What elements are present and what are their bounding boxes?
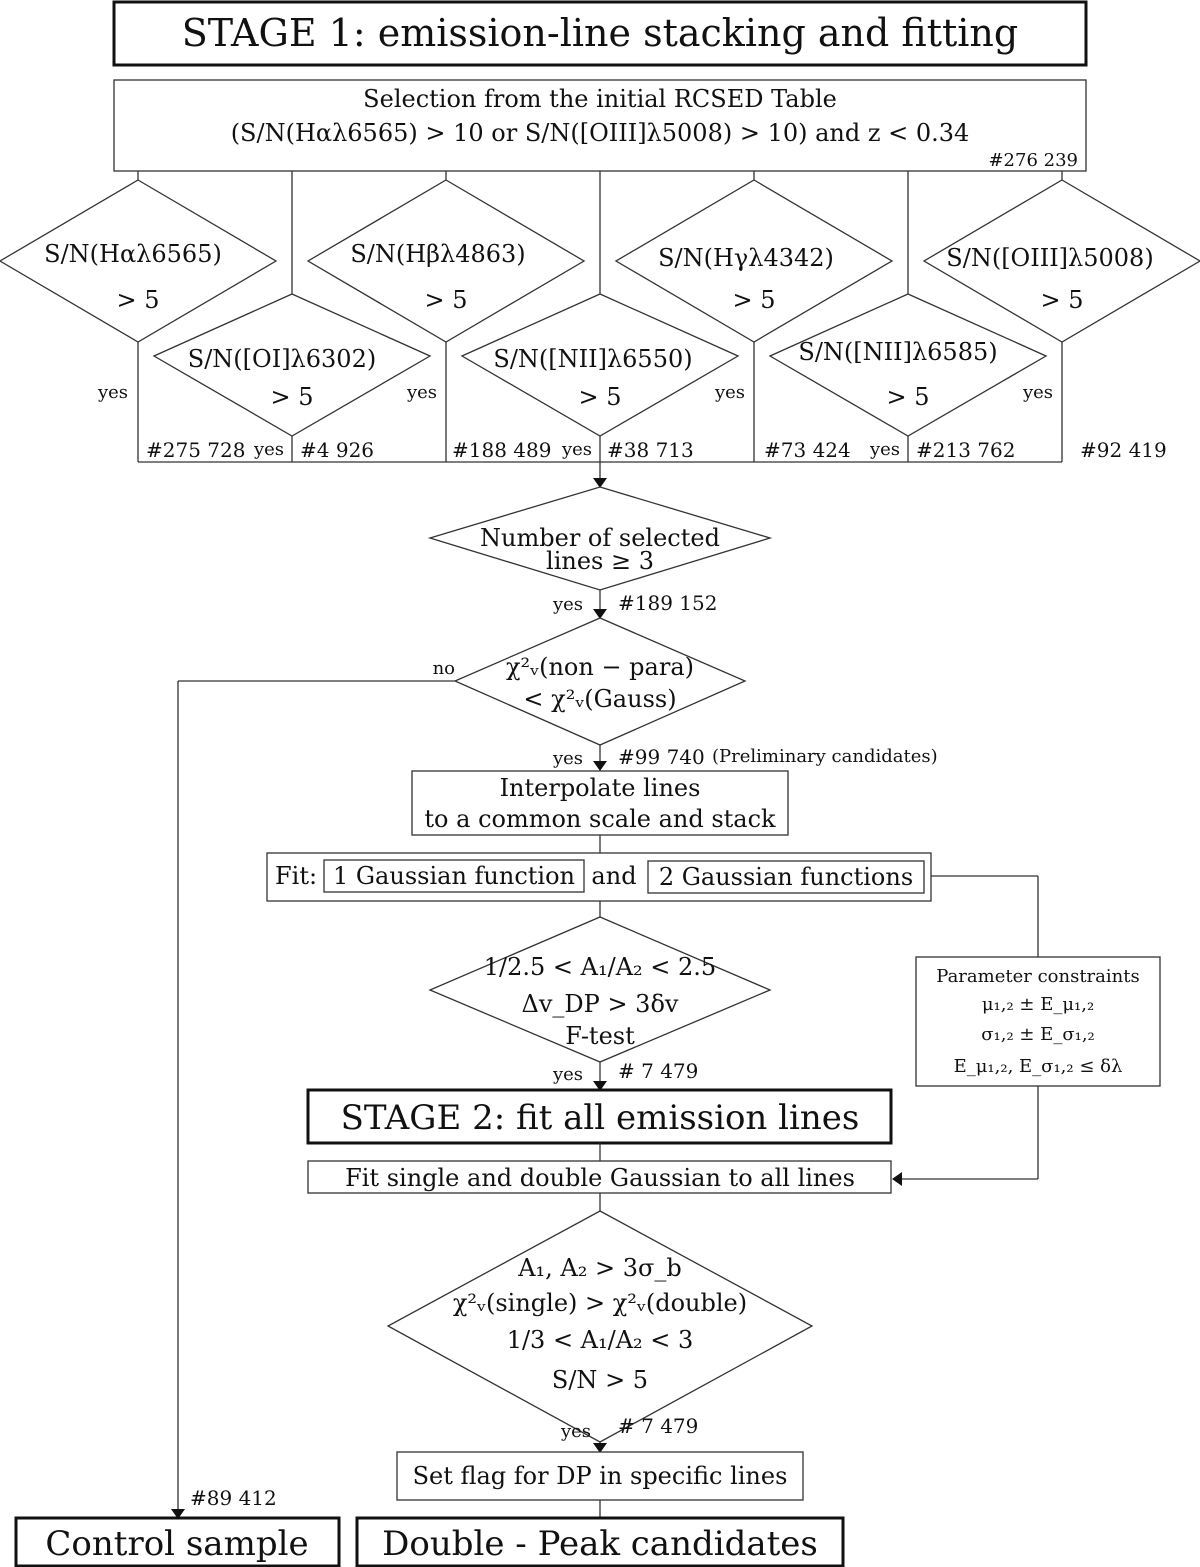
dp-test-diamond: 1/2.5 < A₁/A₂ < 2.5 Δv_DP > 3δv F-test y… bbox=[428, 916, 772, 1091]
count-hbeta: #188 489 bbox=[452, 438, 551, 462]
check-nii-6550: S/N([NII]λ6550) > 5 yes #38 713 bbox=[460, 293, 740, 462]
interpolate-box: Interpolate lines to a common scale and … bbox=[411, 770, 789, 853]
yes-label: yes bbox=[561, 439, 592, 460]
final-count: # 7 479 bbox=[618, 1414, 698, 1438]
constraints-box: Parameter constraints μ₁,₂ ± E_μ₁,₂ σ₁,₂… bbox=[892, 956, 1161, 1186]
svg-text:1/2.5 < A₁/A₂ < 2.5: 1/2.5 < A₁/A₂ < 2.5 bbox=[484, 953, 716, 981]
fit-option-2: 2 Gaussian functions bbox=[659, 863, 913, 891]
selection-line2: (S/N(Hαλ6565) > 10 or S/N([OIII]λ5008) >… bbox=[231, 119, 970, 147]
count-nii-6550: #38 713 bbox=[607, 438, 694, 462]
stage1-title: STAGE 1: emission-line stacking and fitt… bbox=[182, 11, 1018, 55]
svg-text:Number of selected: Number of selected bbox=[480, 524, 720, 552]
dp-candidates-box: Double - Peak candidates bbox=[355, 1516, 845, 1567]
svg-text:Fit single and double Gaussian: Fit single and double Gaussian to all li… bbox=[345, 1164, 855, 1192]
check-oiii: S/N([OIII]λ5008) > 5 yes #92 419 bbox=[922, 179, 1200, 462]
svg-text:Control sample: Control sample bbox=[45, 1524, 308, 1564]
yes-label: yes bbox=[1022, 382, 1053, 403]
fit-option-1: 1 Gaussian function bbox=[333, 862, 575, 890]
svg-text:S/N(Hβλ4863): S/N(Hβλ4863) bbox=[350, 240, 525, 268]
num-lines-count: #189 152 bbox=[618, 591, 717, 615]
yes-label: yes bbox=[560, 1421, 591, 1442]
svg-text:> 5: > 5 bbox=[886, 383, 929, 411]
svg-text:σ₁,₂ ± E_σ₁,₂: σ₁,₂ ± E_σ₁,₂ bbox=[981, 1024, 1095, 1045]
check-oi: S/N([OI]λ6302) > 5 yes #4 926 bbox=[152, 293, 432, 462]
check-nii-6585: S/N([NII]λ6585) > 5 yes #213 762 bbox=[768, 293, 1048, 462]
svg-text:lines ≥ 3: lines ≥ 3 bbox=[546, 547, 654, 575]
svg-text:χ²ᵥ(single) > χ²ᵥ(double): χ²ᵥ(single) > χ²ᵥ(double) bbox=[453, 1289, 747, 1317]
svg-text:E_μ₁,₂, E_σ₁,₂ ≤ δλ: E_μ₁,₂, E_σ₁,₂ ≤ δλ bbox=[954, 1056, 1123, 1077]
svg-text:> 5: > 5 bbox=[270, 383, 313, 411]
selection-box: Selection from the initial RCSED Table (… bbox=[113, 79, 1087, 172]
fit-all-box: Fit single and double Gaussian to all li… bbox=[307, 1160, 892, 1211]
count-hgamma: #73 424 bbox=[764, 438, 851, 462]
yes-label: yes bbox=[869, 439, 900, 460]
svg-text:> 5: > 5 bbox=[1040, 286, 1083, 314]
svg-text:Δv_DP > 3δv: Δv_DP > 3δv bbox=[522, 990, 679, 1018]
svg-text:χ²ᵥ(non − para): χ²ᵥ(non − para) bbox=[506, 653, 694, 681]
svg-text:S/N(Hαλ6565): S/N(Hαλ6565) bbox=[44, 240, 222, 268]
preliminary-note: (Preliminary candidates) bbox=[712, 746, 938, 767]
svg-text:S/N([OIII]λ5008): S/N([OIII]λ5008) bbox=[946, 244, 1153, 272]
svg-text:> 5: > 5 bbox=[732, 286, 775, 314]
svg-text:Fit:: Fit: bbox=[275, 862, 317, 890]
selection-count: #276 239 bbox=[988, 150, 1078, 171]
stage1-title-box: STAGE 1: emission-line stacking and fitt… bbox=[112, 0, 1088, 67]
svg-text:F-test: F-test bbox=[565, 1022, 635, 1050]
yes-label: yes bbox=[253, 439, 284, 460]
svg-text:S/N([NII]λ6550): S/N([NII]λ6550) bbox=[493, 345, 692, 373]
final-test-diamond: A₁, A₂ > 3σ_b χ²ᵥ(single) > χ²ᵥ(double) … bbox=[386, 1210, 814, 1453]
yes-label: yes bbox=[552, 594, 583, 615]
yes-label: yes bbox=[714, 382, 745, 403]
check-hgamma: S/N(Hγλ4342) > 5 yes #73 424 bbox=[614, 179, 894, 462]
control-sample-box: #89 412 Control sample bbox=[14, 1486, 341, 1567]
check-halpha: S/N(Hαλ6565) > 5 yes #275 728 bbox=[0, 179, 278, 462]
count-oiii: #92 419 bbox=[1080, 438, 1167, 462]
svg-text:> 5: > 5 bbox=[116, 286, 159, 314]
chi-count: #99 740 bbox=[618, 745, 705, 769]
svg-text:S/N > 5: S/N > 5 bbox=[552, 1366, 648, 1394]
svg-text:> 5: > 5 bbox=[578, 383, 621, 411]
count-halpha: #275 728 bbox=[146, 438, 245, 462]
dp-count: # 7 479 bbox=[618, 1059, 698, 1083]
set-flag-box: Set flag for DP in specific lines bbox=[396, 1451, 804, 1518]
selection-line1: Selection from the initial RCSED Table bbox=[363, 85, 837, 113]
svg-text:A₁, A₂ > 3σ_b: A₁, A₂ > 3σ_b bbox=[517, 1254, 682, 1282]
svg-text:1/3 < A₁/A₂ < 3: 1/3 < A₁/A₂ < 3 bbox=[507, 1326, 694, 1354]
svg-text:S/N(Hγλ4342): S/N(Hγλ4342) bbox=[658, 244, 834, 272]
svg-text:Interpolate lines: Interpolate lines bbox=[500, 774, 701, 802]
svg-text:S/N([OI]λ6302): S/N([OI]λ6302) bbox=[188, 345, 376, 373]
stage2-title: STAGE 2: fit all emission lines bbox=[341, 1098, 860, 1138]
fit-box: Fit: 1 Gaussian function and 2 Gaussian … bbox=[266, 852, 1039, 957]
svg-text:Double - Peak candidates: Double - Peak candidates bbox=[382, 1524, 818, 1564]
count-oi: #4 926 bbox=[300, 438, 374, 462]
yes-label: yes bbox=[97, 382, 128, 403]
svg-text:Parameter constraints: Parameter constraints bbox=[936, 966, 1139, 987]
branch-connectors bbox=[137, 171, 1063, 488]
chi-test-diamond: χ²ᵥ(non − para) < χ²ᵥ(Gauss) no yes #99 … bbox=[171, 617, 938, 1519]
svg-text:and: and bbox=[591, 862, 636, 890]
control-count: #89 412 bbox=[190, 1486, 277, 1510]
yes-label: yes bbox=[552, 1064, 583, 1085]
svg-text:< χ²ᵥ(Gauss): < χ²ᵥ(Gauss) bbox=[523, 685, 676, 713]
count-nii-6585: #213 762 bbox=[916, 438, 1015, 462]
yes-label: yes bbox=[552, 748, 583, 769]
svg-text:to a common scale and stack: to a common scale and stack bbox=[424, 805, 776, 833]
check-hbeta: S/N(Hβλ4863) > 5 yes #188 489 bbox=[306, 179, 586, 462]
svg-text:S/N([NII]λ6585): S/N([NII]λ6585) bbox=[798, 338, 997, 366]
stage2-title-box: STAGE 2: fit all emission lines bbox=[306, 1088, 893, 1161]
svg-text:Set flag for DP in specific li: Set flag for DP in specific lines bbox=[413, 1462, 788, 1490]
no-label: no bbox=[433, 658, 455, 679]
yes-label: yes bbox=[406, 382, 437, 403]
num-lines-diamond: Number of selected lines ≥ 3 yes #189 15… bbox=[427, 486, 773, 619]
svg-text:μ₁,₂ ± E_μ₁,₂: μ₁,₂ ± E_μ₁,₂ bbox=[982, 994, 1094, 1015]
svg-text:> 5: > 5 bbox=[424, 286, 467, 314]
